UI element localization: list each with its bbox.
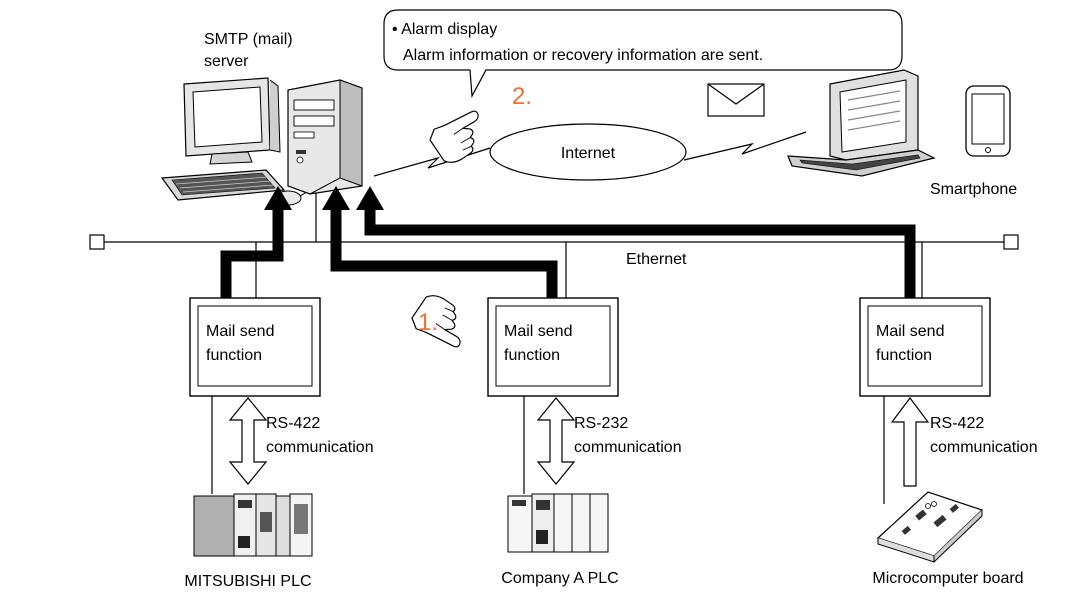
- mail-send-box-1: [197, 305, 313, 387]
- comm-label-3-line1: RS-422: [930, 415, 984, 432]
- link-zigzag-left: [373, 147, 491, 177]
- plc-rack-icon-1: [193, 493, 313, 557]
- internet-cloud: [489, 123, 687, 181]
- laptop-icon: [787, 69, 936, 177]
- plc-rack-icon-2: [507, 493, 609, 553]
- ethernet-label: Ethernet: [626, 251, 687, 268]
- step1-number: 1.: [418, 309, 438, 336]
- mail-send-label-1-line1: Mail send: [206, 323, 274, 340]
- mail-send-label-3-line1: Mail send: [876, 323, 944, 340]
- smartphone-icon: [965, 85, 1011, 157]
- server-label-line2: server: [204, 53, 249, 70]
- mail-send-label-3-line2: function: [876, 347, 932, 364]
- callout-line2: Alarm information or recovery informatio…: [403, 47, 763, 64]
- link-zigzag-right: [683, 131, 807, 161]
- envelope-icon: [707, 83, 765, 117]
- mail-send-label-1-line2: function: [206, 347, 262, 364]
- bus-terminator-left: [89, 234, 105, 250]
- desktop-pc-icon: [160, 77, 363, 206]
- device-label-2: Company A PLC: [501, 570, 618, 587]
- alarm-callout: • Alarm display Alarm information or rec…: [383, 9, 903, 99]
- mail-send-label-2-line2: function: [504, 347, 560, 364]
- bus-terminator-right: [1003, 234, 1019, 250]
- mail-send-box-2: [495, 305, 611, 387]
- mail-send-label-2-line1: Mail send: [504, 323, 572, 340]
- step2-number: 2.: [512, 83, 532, 110]
- unit-microcomputer: Mail send function RS-422 communication …: [859, 297, 1038, 587]
- double-arrow-icon-2: [536, 397, 576, 485]
- comm-label-2-line1: RS-232: [574, 415, 628, 432]
- unit-company-a: Mail send function RS-232 communication …: [487, 297, 682, 587]
- callout-line1: • Alarm display: [392, 21, 497, 38]
- circuit-board-icon: [876, 491, 984, 564]
- comm-label-1-line2: communication: [266, 439, 374, 456]
- up-arrow-icon-3: [890, 397, 930, 487]
- comm-label-1-line1: RS-422: [266, 415, 320, 432]
- device-label-1: MITSUBISHI PLC: [184, 573, 311, 590]
- device-label-3: Microcomputer board: [872, 570, 1023, 587]
- server-label-line1: SMTP (mail): [204, 31, 293, 48]
- comm-label-3-line2: communication: [930, 439, 1038, 456]
- double-arrow-icon-1: [228, 397, 268, 485]
- mail-send-box-3: [867, 305, 983, 387]
- comm-label-2-line2: communication: [574, 439, 682, 456]
- unit-mitsubishi: Mail send function RS-422 communication …: [184, 297, 374, 590]
- ethernet-bus: [89, 190, 1019, 298]
- smartphone-label: Smartphone: [930, 181, 1017, 198]
- internet-label: Internet: [561, 145, 616, 162]
- mail-flow-arrows: [220, 186, 916, 300]
